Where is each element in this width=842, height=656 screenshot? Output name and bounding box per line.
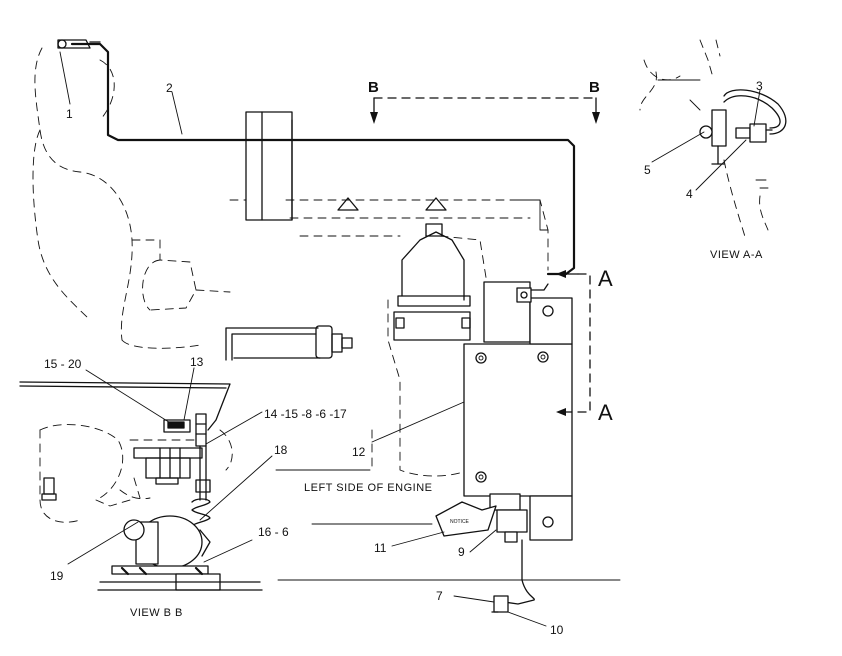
section-b-markers: B B — [368, 79, 600, 124]
callout-18: 18 — [274, 443, 288, 457]
engine-outline — [32, 47, 549, 477]
view-bb-detail: VIEW B B — [19, 381, 621, 619]
callout-1: 1 — [66, 107, 73, 121]
section-a-markers: A A — [554, 266, 613, 425]
callout-9: 9 — [458, 545, 465, 559]
engine-upper-housing — [245, 111, 549, 231]
notice-text: NOTICE — [450, 519, 470, 525]
callout-16: 16 - 6 — [258, 525, 289, 539]
section-b-left-label: B — [368, 79, 379, 96]
callout-7: 7 — [436, 589, 443, 603]
leader-lines — [59, 51, 761, 627]
section-a-upper-label: A — [598, 266, 613, 291]
starter-motor — [225, 325, 353, 361]
left-side-of-engine-caption: LEFT SIDE OF ENGINE — [304, 482, 433, 494]
callout-11: 11 — [374, 541, 387, 555]
callout-3: 3 — [756, 79, 763, 93]
view-bb-caption: VIEW B B — [130, 607, 183, 619]
control-module-12 — [463, 281, 573, 613]
sensor-tube-2 — [57, 39, 576, 276]
filter-canister — [393, 223, 471, 341]
view-aa-caption: VIEW A-A — [710, 249, 763, 261]
callout-5: 5 — [644, 163, 651, 177]
section-b-right-label: B — [589, 79, 600, 96]
callout-15: 15 - 20 — [44, 357, 82, 371]
callout-14: 14 -15 -8 -6 -17 — [264, 407, 347, 421]
callout-4: 4 — [686, 187, 693, 201]
callout-19: 19 — [50, 569, 64, 583]
callout-2: 2 — [166, 81, 173, 95]
callout-13: 13 — [190, 355, 204, 369]
view-aa-detail: VIEW A-A — [639, 39, 787, 261]
section-a-lower-label: A — [598, 400, 613, 425]
notice-plate-11: NOTICE — [435, 501, 497, 537]
callout-12: 12 — [352, 445, 366, 459]
callout-labels: 1 2 3 4 5 7 9 10 11 12 13 14 -15 -8 -6 -… — [44, 79, 763, 637]
callout-10: 10 — [550, 623, 564, 637]
